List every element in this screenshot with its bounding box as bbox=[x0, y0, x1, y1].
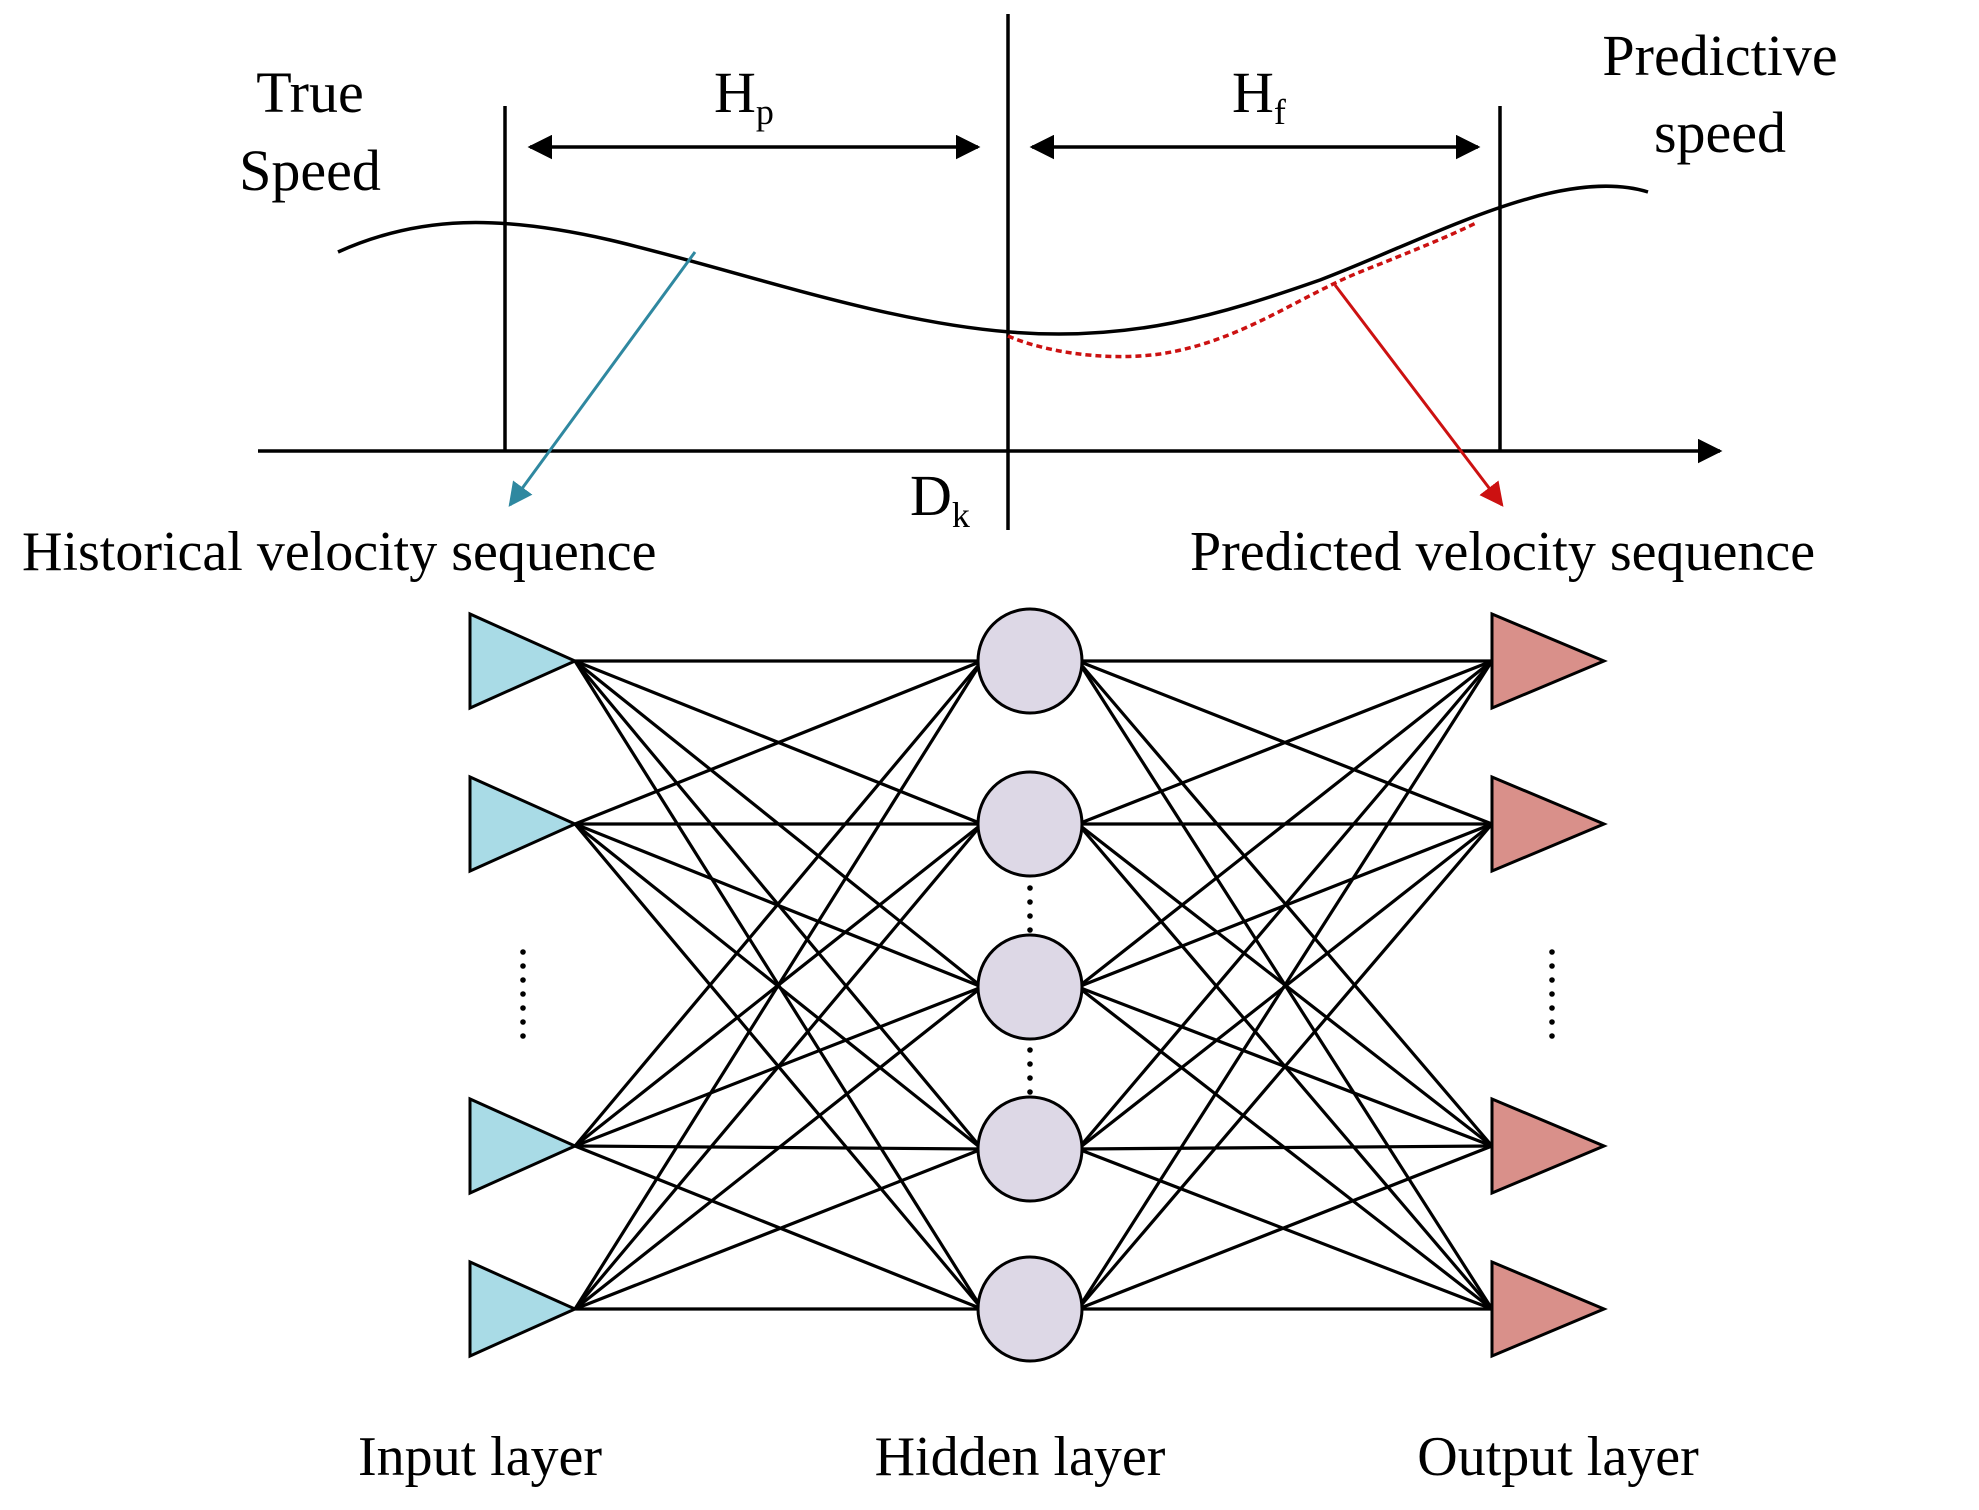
hidden-ellipsis-lower bbox=[1027, 1047, 1033, 1095]
edge-hidden-4-output-1 bbox=[1076, 659, 1494, 1151]
input-node-2 bbox=[468, 774, 579, 874]
input-node-1 bbox=[468, 611, 579, 711]
predicted-pointer-arrow bbox=[1333, 284, 1504, 507]
hp-label: Hp bbox=[714, 60, 774, 132]
hf-label: Hf bbox=[1232, 60, 1286, 132]
input-ellipsis bbox=[520, 949, 526, 1039]
true-speed-curve bbox=[337, 184, 1649, 336]
hidden-node-3 bbox=[976, 933, 1084, 1041]
predictive-speed-label-line1: Predictive bbox=[1602, 23, 1837, 88]
edge-input-4-hidden-3 bbox=[574, 985, 983, 1311]
edge-input-4-hidden-2 bbox=[573, 822, 984, 1311]
edge-input-4-hidden-4 bbox=[574, 1147, 983, 1311]
historical-pointer-arrow bbox=[508, 251, 697, 507]
output-node-1 bbox=[1490, 611, 1608, 711]
output-ellipsis bbox=[1549, 949, 1555, 1039]
predicted-sequence-label: Predicted velocity sequence bbox=[1190, 521, 1815, 583]
output-node-4 bbox=[1490, 1259, 1608, 1359]
edge-hidden-4-output-3 bbox=[1077, 1144, 1493, 1151]
output-node-3 bbox=[1490, 1096, 1608, 1196]
network-nodes bbox=[468, 607, 1608, 1363]
hidden-node-1 bbox=[976, 607, 1084, 715]
edge-hidden-5-output-2 bbox=[1076, 822, 1494, 1311]
edge-hidden-5-output-1 bbox=[1076, 660, 1494, 1310]
hidden-node-2 bbox=[976, 770, 1084, 878]
input-layer-label: Input layer bbox=[358, 1426, 602, 1488]
predictive-speed-label-line2: speed bbox=[1654, 100, 1786, 165]
timeline-section: True Speed Predictive speed Hp Hf Dk His… bbox=[22, 14, 1838, 583]
historical-sequence-label: Historical velocity sequence bbox=[22, 521, 656, 583]
output-node-2 bbox=[1490, 774, 1608, 874]
neural-network: Input layer Hidden layer Output layer bbox=[358, 607, 1699, 1488]
output-layer-label: Output layer bbox=[1417, 1426, 1699, 1488]
edge-input-3-hidden-1 bbox=[573, 659, 984, 1148]
hidden-node-5 bbox=[976, 1255, 1084, 1363]
true-speed-label-line1: True bbox=[256, 60, 363, 125]
edge-hidden-3-output-1 bbox=[1077, 659, 1493, 989]
true-speed-label-line2: Speed bbox=[239, 138, 381, 203]
hidden-layer-label: Hidden layer bbox=[875, 1426, 1166, 1488]
input-node-4 bbox=[468, 1259, 579, 1359]
network-connections bbox=[573, 659, 1494, 1311]
hidden-ellipsis-upper bbox=[1027, 885, 1033, 933]
edge-input-2-hidden-1 bbox=[574, 659, 983, 826]
dk-label: Dk bbox=[910, 463, 970, 535]
hidden-node-4 bbox=[976, 1095, 1084, 1203]
edge-hidden-5-output-3 bbox=[1077, 1144, 1493, 1311]
input-node-3 bbox=[468, 1096, 579, 1196]
edge-hidden-2-output-1 bbox=[1077, 659, 1493, 826]
predicted-speed-curve bbox=[1007, 220, 1479, 359]
edge-input-4-hidden-1 bbox=[573, 660, 984, 1310]
